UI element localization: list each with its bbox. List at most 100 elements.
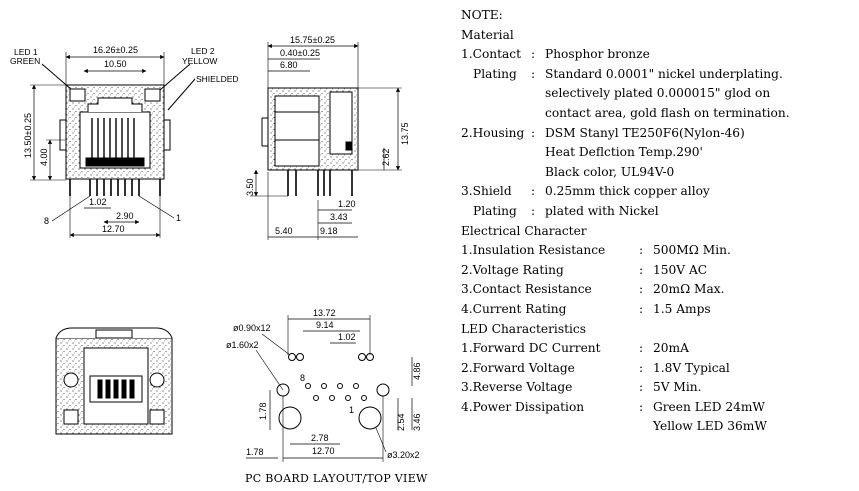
note-s: : (531, 47, 536, 62)
note-a: 1.Contact (461, 47, 522, 62)
note-line: selectively plated 0.000015" glod on (461, 84, 856, 104)
note-s: : (639, 262, 644, 277)
note-line: 2.Housing: DSM Stanyl TE250F6(Nylon-46) (461, 124, 856, 144)
note-a: Plating (473, 203, 517, 218)
dim-pin-height: 3.50 (245, 178, 255, 196)
note-b: 1.8V Typical (653, 360, 730, 375)
note-s: : (639, 301, 644, 316)
note-a: Plating (473, 66, 517, 81)
note-b: Black color, UL94V-0 (545, 164, 675, 179)
note-s: : (639, 360, 644, 375)
dim-right-h: 4.86 (412, 362, 422, 380)
dim-width-inner: 10.50 (104, 59, 127, 69)
dim-pin-total: 12.70 (102, 224, 125, 234)
dim-pin-pitch: 1.02 (89, 197, 107, 207)
dim-height-small: 2.62 (381, 148, 391, 166)
dim-led-hole: ø1.60x2 (226, 340, 259, 350)
note-s: : (531, 184, 536, 199)
note-t: NOTE: (461, 8, 503, 22)
note-t: Material (461, 27, 514, 42)
note-b: Heat Deflction Temp.290' (545, 145, 703, 160)
dim-bottom: 12.70 (312, 446, 335, 456)
note-line: 1.Insulation Resistance:500MΩ Min. (461, 241, 856, 261)
dim-pin-span: 2.90 (116, 211, 134, 221)
note-line: 3.Contact Resistance:20mΩ Max. (461, 280, 856, 300)
note-line: Yellow LED 36mW (461, 417, 856, 437)
note-b: 0.25mm thick copper alloy (545, 184, 710, 199)
note-a: 2.Housing (461, 125, 525, 140)
note-line: 2.Forward Voltage:1.8V Typical (461, 359, 856, 379)
dim-inner: 9.14 (316, 320, 334, 330)
note-line: 4.Current Rating:1.5 Amps (461, 300, 856, 320)
note-t: Electrical Character (461, 223, 587, 238)
dim-pitch: 1.02 (338, 332, 356, 342)
note-a: 1.Forward DC Current (461, 341, 601, 356)
dim-small-hole: ø0.90x12 (233, 323, 271, 333)
note-line: LED Characteristics (461, 320, 856, 340)
note-line: Material (461, 26, 856, 46)
front-view: LED 1 GREEN LED 2 YELLOW SHIELDED 16.26±… (10, 45, 239, 238)
note-line: 2.Voltage Rating:150V AC (461, 261, 856, 281)
note-b: Yellow LED 36mW (653, 419, 767, 434)
note-b: Standard 0.0001" nickel underplating. (545, 66, 783, 81)
note-line: Plating: Standard 0.0001" nickel underpla… (461, 65, 856, 85)
note-s: : (639, 399, 644, 414)
note-b: 500MΩ Min. (653, 243, 731, 258)
note-a: 1.Insulation Resistance (461, 243, 606, 258)
note-b: selectively plated 0.000015" glod on (545, 86, 771, 101)
note-b: plated with Nickel (545, 203, 659, 218)
pin8-label: 8 (44, 216, 49, 226)
dim-height: 13.75 (400, 122, 410, 145)
note-line: Heat Deflction Temp.290' (461, 143, 856, 163)
note-s: : (639, 380, 644, 395)
note-b: 20mA (653, 341, 689, 356)
note-b: DSM Stanyl TE250F6(Nylon-46) (545, 125, 745, 140)
dim-height-total: 13.50±0.25 (23, 113, 33, 158)
dim-big-hole: ø3.20x2 (387, 450, 420, 460)
note-line: NOTE: (461, 6, 856, 26)
note-s: : (531, 125, 536, 140)
pcb-caption: PC BOARD LAYOUT/TOP VIEW (245, 472, 428, 485)
note-line: 1.Forward DC Current:20mA (461, 339, 856, 359)
note-b: 150V AC (653, 262, 708, 277)
note-s: : (639, 282, 644, 297)
led1-color-label: GREEN (10, 56, 40, 66)
note-b: Green LED 24mW (653, 399, 765, 414)
note-t: LED Characteristics (461, 321, 586, 336)
pin1-label-pcb: 1 (349, 405, 354, 415)
dim-v2: 3.46 (412, 413, 422, 431)
note-b: contact area, gold flash on termination. (545, 105, 790, 120)
dim-pin-gap: 3.43 (330, 212, 348, 222)
led2-label: LED 2 (191, 46, 215, 56)
note-b: Phosphor bronze (545, 47, 650, 62)
note-b: 5V Min. (653, 380, 702, 395)
perspective-view (55, 327, 173, 435)
note-line: Black color, UL94V-0 (461, 163, 856, 183)
note-s: : (639, 341, 644, 356)
dim-height-lower: 4.00 (39, 148, 49, 166)
dim-offset: 0.40±0.25 (280, 48, 320, 58)
dim-length: 15.75±0.25 (290, 35, 335, 45)
note-line: contact area, gold flash on termination. (461, 104, 856, 124)
note-line: 3.Reverse Voltage:5V Min. (461, 378, 856, 398)
dim-left-v: 1.78 (258, 402, 268, 420)
dim-total: 13.72 (313, 308, 336, 318)
note-a: 3.Reverse Voltage (461, 380, 573, 395)
dim-v1: 2.54 (396, 413, 406, 431)
shielded-label: SHIELDED (196, 74, 239, 84)
note-s: : (531, 203, 536, 218)
note-a: 4.Current Rating (461, 301, 567, 316)
note-a: 4.Power Dissipation (461, 399, 585, 414)
note-s: : (531, 66, 536, 81)
dim-mid: 2.78 (311, 433, 329, 443)
dim-width-total: 16.26±0.25 (93, 45, 138, 55)
dim-front: 5.40 (275, 226, 293, 236)
dim-step: 6.80 (280, 60, 298, 70)
note-a: 3.Contact Resistance (461, 282, 592, 297)
note-line: Plating: plated with Nickel (461, 202, 856, 222)
side-view: 15.75±0.25 0.40±0.25 6.80 13.75 (245, 35, 410, 240)
note-s: : (639, 243, 644, 258)
note-a: 2.Voltage Rating (461, 262, 564, 277)
dim-pin-width: 1.20 (338, 199, 356, 209)
